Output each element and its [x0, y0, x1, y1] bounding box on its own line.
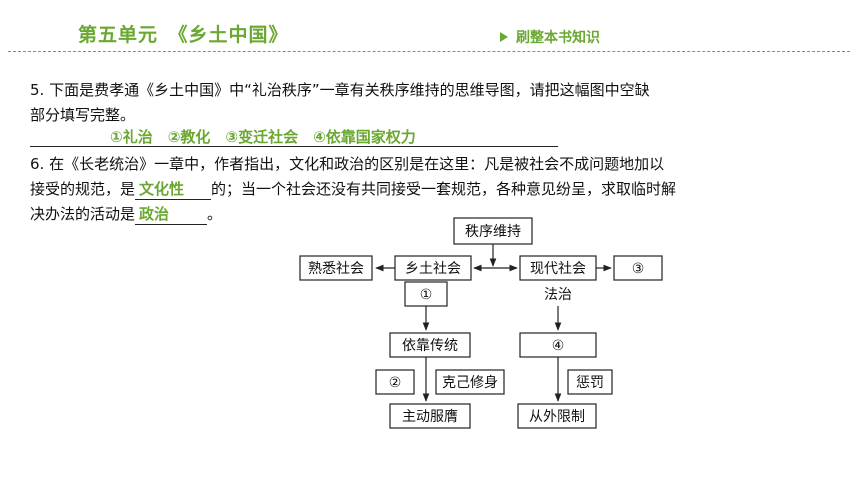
node-blank4: ④	[552, 338, 565, 354]
node-order: 秩序维持	[465, 224, 521, 240]
q6-line1: 6. 在《长老统治》一章中，作者指出，文化和政治的区别是在这里：凡是被社会不成问…	[30, 155, 665, 173]
q5-answers: ①礼治 ②教化 ③变迁社会 ④依靠国家权力	[110, 128, 416, 146]
q6-blank1: 文化性	[135, 179, 212, 200]
q6-line3: 决办法的活动是政治 。	[30, 202, 222, 227]
node-modern: 现代社会	[530, 261, 586, 277]
node-blank1: ①	[420, 287, 433, 303]
node-familiar: 熟悉社会	[308, 261, 364, 277]
node-modern-box	[519, 255, 597, 281]
node-rural: 乡土社会	[405, 261, 461, 277]
node-submit-box	[389, 403, 471, 429]
q6-line3-pre: 决办法的活动是	[30, 205, 136, 223]
q6-line3-post: 。	[207, 205, 223, 223]
q5-answer-line	[30, 126, 558, 147]
q5-line1: 5. 下面是费孝通《乡土中国》中“礼治秩序”一章有关秩序维持的思维导图，请把这幅…	[30, 81, 650, 99]
review-link[interactable]: 刷整本书知识	[500, 27, 600, 47]
node-tradition-box	[389, 332, 471, 358]
q6-line2-post: 的；当一个社会还没有共同接受一套规范，各种意见纷呈，求取临时解	[211, 180, 677, 198]
node-external-box	[517, 403, 597, 429]
q6-blank2: 政治	[135, 204, 208, 225]
review-link-label: 刷整本书知识	[516, 30, 600, 46]
node-blank3-box	[613, 255, 663, 281]
node-rural-box	[394, 255, 472, 281]
header-divider	[8, 51, 850, 52]
node-blank2-box	[375, 369, 415, 395]
play-triangle-icon	[500, 32, 508, 42]
node-punish: 惩罚	[576, 375, 604, 391]
q6-answer2: 政治	[139, 205, 170, 223]
node-submit: 主动服膺	[402, 409, 458, 425]
q6-line2: 接受的规范，是文化性 的；当一个社会还没有共同接受一套规范，各种意见纷呈，求取临时…	[30, 177, 676, 202]
node-punish-box	[567, 369, 613, 395]
node-law: 法治	[544, 287, 572, 303]
node-self-box	[435, 369, 505, 395]
node-blank3: ③	[632, 261, 645, 277]
node-blank2: ②	[389, 375, 402, 391]
node-tradition: 依靠传统	[402, 338, 458, 354]
mind-map-diagram: 秩序维持 熟悉社会 乡土社会 现代社会 ③ ① 法治 依靠传统 ④ ② 克己修身…	[299, 217, 663, 429]
unit-title: 第五单元 《乡土中国》	[78, 24, 289, 46]
q5-line2: 部分填写完整。	[30, 106, 136, 124]
node-familiar-box	[299, 255, 373, 281]
q6-line2-pre: 接受的规范，是	[30, 180, 136, 198]
q6-answer1: 文化性	[139, 180, 185, 198]
node-external: 从外限制	[529, 409, 585, 425]
node-self: 克己修身	[442, 375, 498, 391]
